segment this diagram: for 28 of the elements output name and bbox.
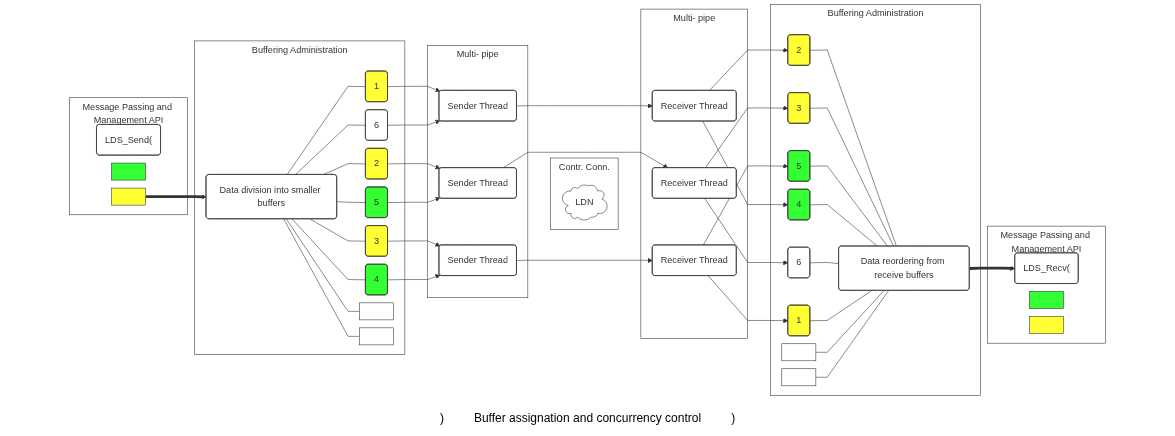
connector — [809, 290, 872, 322]
connector — [286, 86, 366, 175]
connector — [286, 218, 360, 312]
connector — [809, 165, 888, 247]
node-box — [1029, 291, 1064, 309]
connector — [809, 107, 894, 247]
connector — [295, 124, 366, 175]
node-box — [359, 302, 394, 321]
note-text: ) — [439, 411, 444, 425]
connector — [809, 49, 897, 247]
node-box — [1029, 316, 1064, 334]
node-box — [781, 368, 817, 387]
note-text: ) — [731, 411, 736, 425]
connector — [815, 290, 889, 378]
node-box — [111, 162, 146, 181]
node-box — [359, 327, 394, 346]
node-box — [111, 187, 146, 206]
arrow — [969, 265, 1016, 271]
node-box — [781, 343, 817, 362]
note-text: Buffer assignation and concurrency control — [473, 411, 702, 425]
connector — [809, 204, 878, 247]
arrow — [145, 194, 207, 200]
connector — [815, 290, 885, 353]
connector — [809, 262, 840, 264]
connector — [283, 218, 360, 337]
connector — [309, 218, 366, 242]
connector — [336, 201, 366, 203]
connector — [291, 218, 366, 281]
